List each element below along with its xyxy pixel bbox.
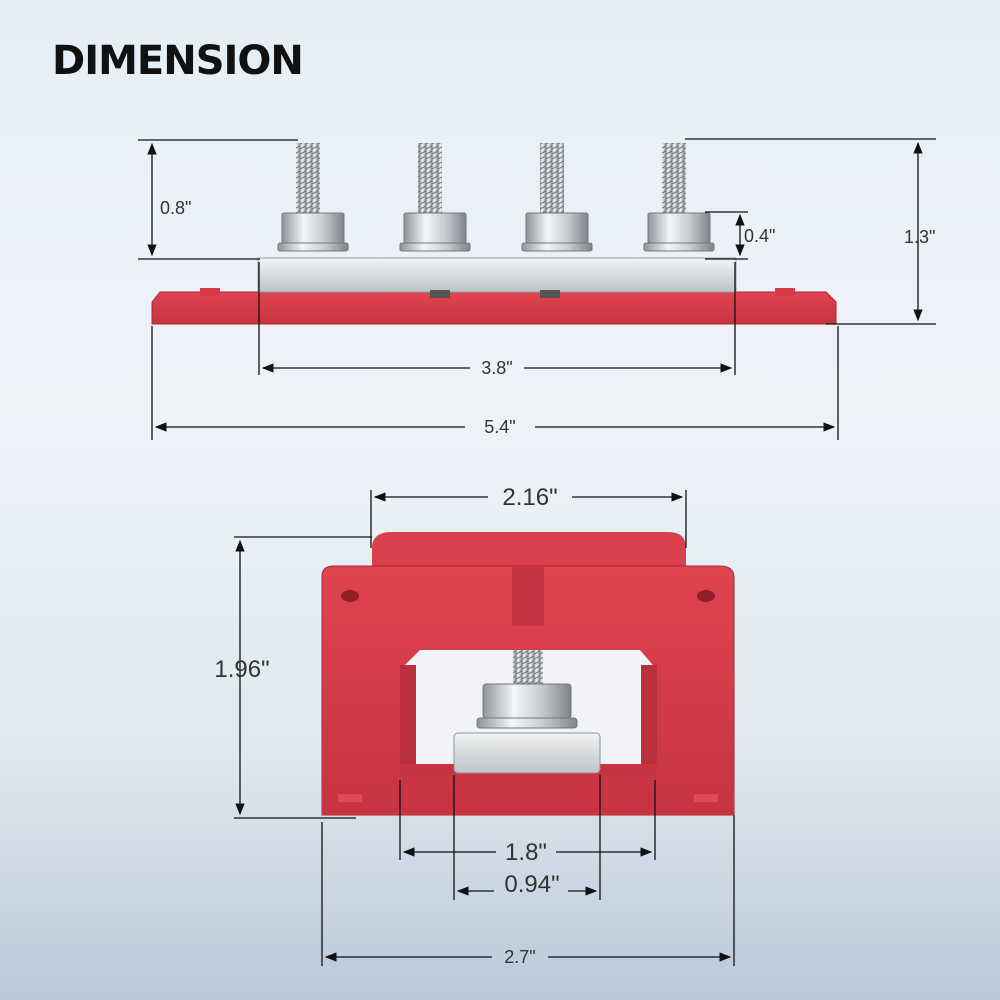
label-top-width: 2.16" (502, 484, 557, 511)
mount-hole-right (697, 590, 715, 602)
dim-bar-width (453, 775, 601, 900)
dim-stud-height (138, 139, 298, 260)
end-busbar (453, 732, 601, 774)
dim-nut-height (705, 211, 748, 260)
dim-inner-width (399, 780, 656, 860)
mount-hole-left (341, 590, 359, 602)
label-total-length: 5.4" (484, 417, 515, 437)
dim-base-width (321, 815, 735, 966)
dim-total-height (685, 138, 936, 325)
stud-2 (399, 143, 471, 252)
stud-3 (521, 143, 593, 252)
dim-total-length (151, 326, 839, 440)
stud-4 (643, 143, 715, 252)
end-nut (482, 683, 572, 719)
side-red-base (151, 288, 837, 325)
stud-1 (277, 143, 349, 252)
end-center-slot (512, 566, 544, 626)
dim-top-width (370, 490, 687, 548)
label-busbar-length: 3.8" (481, 358, 512, 378)
label-nut-height: 0.4" (744, 226, 775, 246)
side-busbar (257, 257, 737, 298)
label-stud-height: 0.8" (160, 198, 191, 218)
dim-busbar-length (258, 262, 736, 375)
dim-end-height (234, 536, 372, 819)
label-end-height: 1.96" (214, 656, 269, 683)
end-top-dome (372, 532, 686, 566)
label-base-width: 2.7" (504, 947, 535, 967)
page-title: DIMENSION (52, 38, 304, 84)
label-inner-width: 1.8" (505, 839, 547, 866)
label-total-height: 1.3" (904, 227, 935, 247)
label-bar-width: 0.94" (504, 871, 559, 898)
end-view: 2.16" 1.96" 1.8" 0.94" (214, 484, 735, 967)
side-view: 0.8" 0.4" 1.3" 3.8" 5. (138, 138, 936, 440)
end-stud (513, 650, 543, 686)
